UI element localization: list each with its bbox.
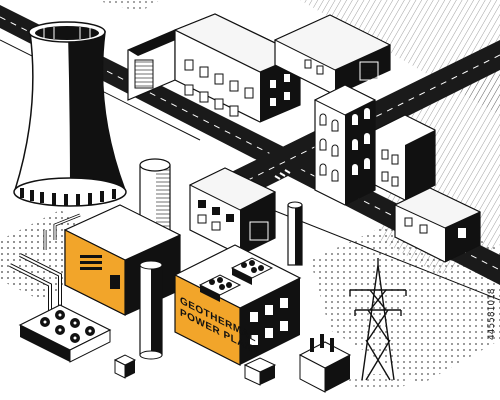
- upper-left-house: [127, 13, 302, 123]
- tall-apartment-building: [313, 84, 436, 206]
- low-house-right: [393, 187, 482, 263]
- middle-house: [188, 167, 277, 256]
- cooling-fan-unit-left: [18, 304, 112, 363]
- roof-fan-block-1: [198, 274, 242, 302]
- roof-fan-block-2: [230, 257, 274, 285]
- small-equipment: [113, 354, 277, 386]
- cooling-tower: [13, 21, 127, 207]
- upper-right-house: [273, 14, 392, 96]
- chimney-left: [139, 260, 163, 360]
- power-plant-building: GEOTHERMAL POWER PLANT: [173, 244, 302, 366]
- transformer-unit: [298, 334, 352, 393]
- chimney-right: [287, 201, 303, 266]
- pylon-ground: [348, 374, 408, 390]
- watermark: 445581018: [487, 288, 497, 340]
- watermark-id: 445581018: [487, 288, 497, 340]
- electricity-pylon: [349, 258, 407, 381]
